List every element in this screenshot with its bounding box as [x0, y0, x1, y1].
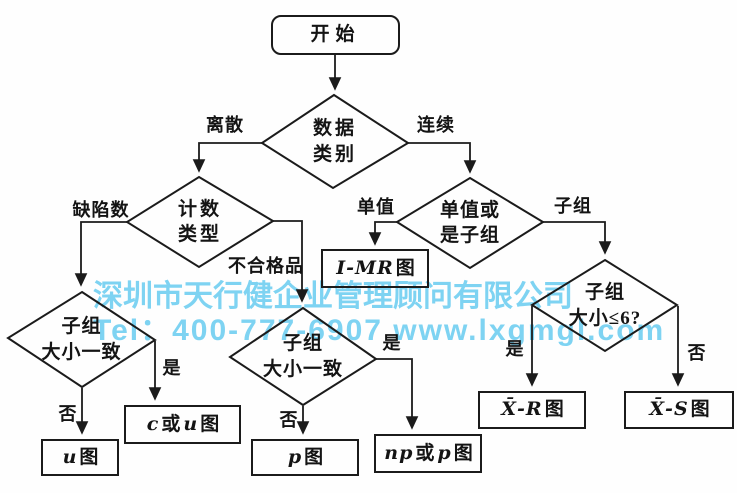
- edge-label-mid-yes: 是: [382, 333, 402, 354]
- subgroup-consistent-mid-diamond-shape: [228, 306, 378, 407]
- xbar-r-latin: X̄-R: [501, 398, 543, 421]
- np-or-p-chart-box-shape: [374, 434, 482, 473]
- cu-latin1: c: [146, 412, 160, 435]
- edge-label-left-no: 否: [58, 404, 78, 425]
- p-chart-box-shape: [251, 439, 359, 476]
- imr-latin: I-MR: [336, 256, 394, 279]
- u-chart-box-shape: [41, 439, 119, 476]
- data-type-diamond-label: 数据 类别: [262, 95, 408, 188]
- subgroup-consistent-mid-diamond-label: 子组 大小一致: [230, 308, 376, 405]
- edge-defect-count: [74, 221, 127, 287]
- count-type-diamond-shape: [125, 175, 275, 269]
- subgroup-consistent-mid-line1: 子组: [282, 333, 323, 355]
- imr-cjk: 图: [395, 257, 416, 279]
- edge-label-le6-yes: 是: [505, 339, 525, 360]
- count-type-line2: 类型: [177, 224, 222, 245]
- count-type-diamond-label: 计数 类型: [127, 177, 273, 267]
- subgroup-size-le6-line2: 大小≤6?: [568, 307, 642, 329]
- imr-chart-box-shape: [321, 249, 429, 288]
- u-cjk: 图: [79, 446, 100, 468]
- subgroup-size-le6-diamond-label: 子组 大小≤6?: [532, 260, 678, 351]
- xbar-s-chart-box-shape: [624, 391, 734, 429]
- p-latin: p: [287, 445, 303, 468]
- edge-discrete: [192, 142, 262, 173]
- single-or-subgroup-diamond-label: 单值或 是子组: [397, 178, 543, 268]
- npp-cjk2: 图: [453, 442, 474, 464]
- subgroup-consistent-left-diamond-label: 子组 大小一致: [8, 292, 155, 387]
- single-or-subgroup-diamond-shape: [395, 176, 545, 270]
- start-node-label: 开始: [310, 24, 361, 46]
- xbar-r-cjk: 图: [544, 399, 565, 421]
- edge-label-mid-no: 否: [279, 410, 299, 431]
- edge-label-le6-no: 否: [687, 343, 707, 364]
- c-or-u-chart-box-shape: [124, 405, 241, 444]
- edge-label-defect-count: 缺陷数: [72, 200, 130, 221]
- edge-single-value: [368, 221, 397, 246]
- cu-cjk2: 图: [200, 413, 221, 435]
- xbar-s-cjk: 图: [690, 399, 711, 421]
- subgroup-size-le6-line1: 子组: [584, 282, 625, 304]
- edge-label-continuous: 连续: [417, 115, 455, 136]
- p-cjk: 图: [304, 446, 325, 468]
- subgroup-consistent-left-diamond-shape: [6, 290, 157, 389]
- xbar-r-chart-box-shape: [478, 391, 586, 429]
- single-or-subgroup-line1: 单值或: [439, 199, 500, 221]
- data-type-line1: 数据: [312, 118, 357, 140]
- edge-mid-yes: [376, 358, 419, 430]
- npp-latin1: np: [384, 441, 414, 464]
- subgroup-consistent-left-line2: 大小一致: [41, 341, 122, 363]
- edge-nonconforming: [273, 220, 309, 303]
- subgroup-size-le6-diamond-shape: [530, 258, 679, 353]
- edge-label-left-yes: 是: [162, 358, 182, 379]
- npp-latin2: p: [437, 441, 452, 464]
- subgroup-consistent-left-line1: 子组: [61, 316, 102, 338]
- edge-subgroup: [543, 221, 612, 255]
- edge-label-discrete: 离散: [206, 115, 244, 136]
- edge-label-nonconforming: 不合格品: [228, 256, 304, 277]
- count-type-line1: 计数: [177, 198, 222, 220]
- edge-label-single-value: 单值: [357, 197, 395, 218]
- cu-cjk1: 或: [161, 413, 182, 435]
- xbar-s-latin: X̄-S: [649, 398, 689, 421]
- data-type-line2: 类别: [312, 143, 357, 165]
- data-type-diamond-shape: [260, 93, 410, 190]
- u-latin: u: [62, 445, 78, 468]
- single-or-subgroup-line2: 是子组: [439, 225, 500, 246]
- npp-cjk1: 或: [415, 442, 436, 464]
- edge-label-subgroup: 子组: [554, 196, 592, 217]
- subgroup-consistent-mid-line2: 大小一致: [262, 358, 343, 380]
- cu-latin2: u: [183, 412, 199, 435]
- edge-continuous: [407, 142, 477, 174]
